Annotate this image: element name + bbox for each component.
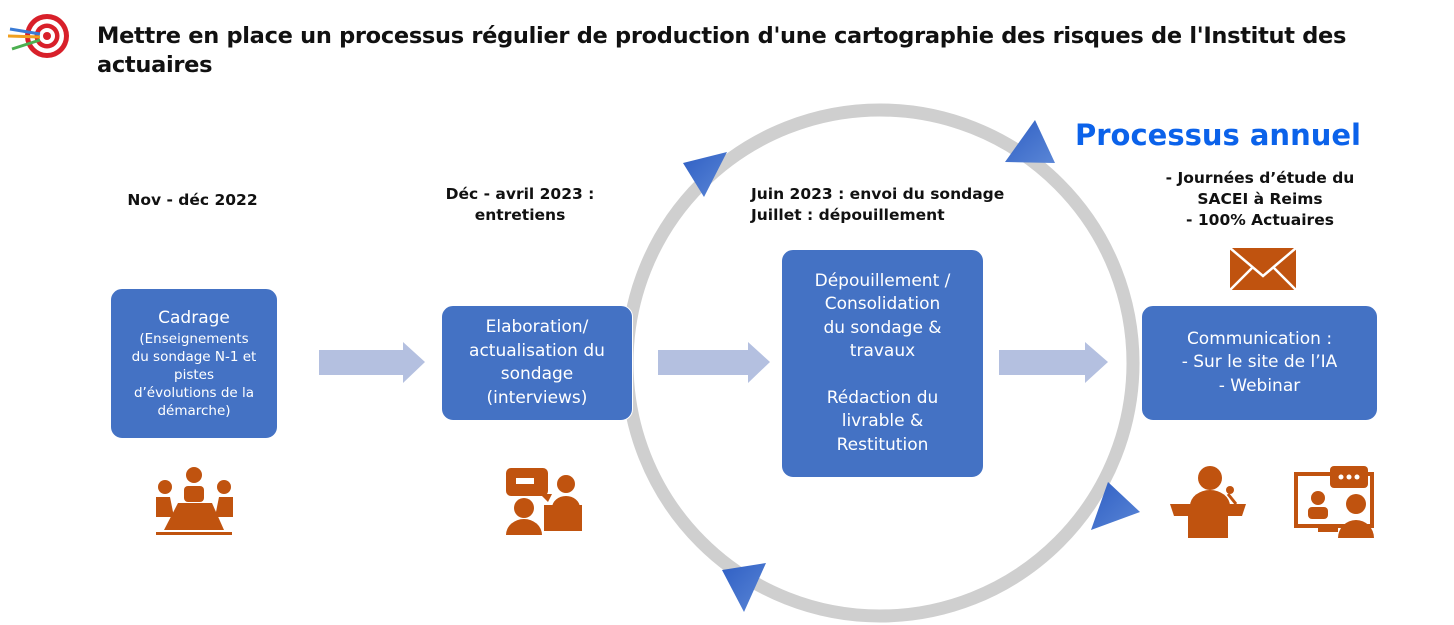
- interview-chat-icon: [506, 468, 582, 535]
- flow-arrow-2: [658, 342, 770, 383]
- phase-1-box-cadrage: Cadrage (Enseignements du sondage N-1 et…: [110, 288, 278, 439]
- flow-arrow-1: [319, 342, 425, 383]
- page-title: Mettre en place un processus régulier de…: [97, 23, 1347, 78]
- phase-1-date: Nov - déc 2022: [127, 191, 258, 209]
- phase-3-box-depouillement: Dépouillement / Consolidation du sondage…: [781, 249, 984, 478]
- webinar-screen-icon: [1294, 466, 1374, 538]
- phase-2-box-elaboration: Elaboration/ actualisation du sondage (i…: [441, 305, 633, 421]
- cycle-arrowhead-top-left: [683, 152, 727, 197]
- phase-4-box-communication: Communication : - Sur le site de l’IA - …: [1141, 305, 1378, 421]
- meeting-table-icon: [156, 467, 233, 535]
- cycle-arrowhead-bottom-left: [722, 563, 766, 612]
- annual-process-label: Processus annuel: [1075, 118, 1361, 152]
- cycle-arrowhead-top-right: [1005, 120, 1055, 163]
- envelope-icon: [1229, 247, 1297, 291]
- cycle-arrowhead-bottom-right: [1091, 482, 1140, 530]
- flow-arrow-3: [999, 342, 1108, 383]
- podium-speaker-icon: [1170, 466, 1246, 538]
- target-with-darts-icon: [7, 14, 69, 58]
- phase-4-notes: - Journées d’étude du SACEI à Reims - 10…: [1165, 169, 1355, 229]
- phase-3-date: Juin 2023 : envoi du sondage Juillet : d…: [751, 185, 1005, 224]
- phase-2-date: Déc - avril 2023 : entretiens: [445, 185, 595, 224]
